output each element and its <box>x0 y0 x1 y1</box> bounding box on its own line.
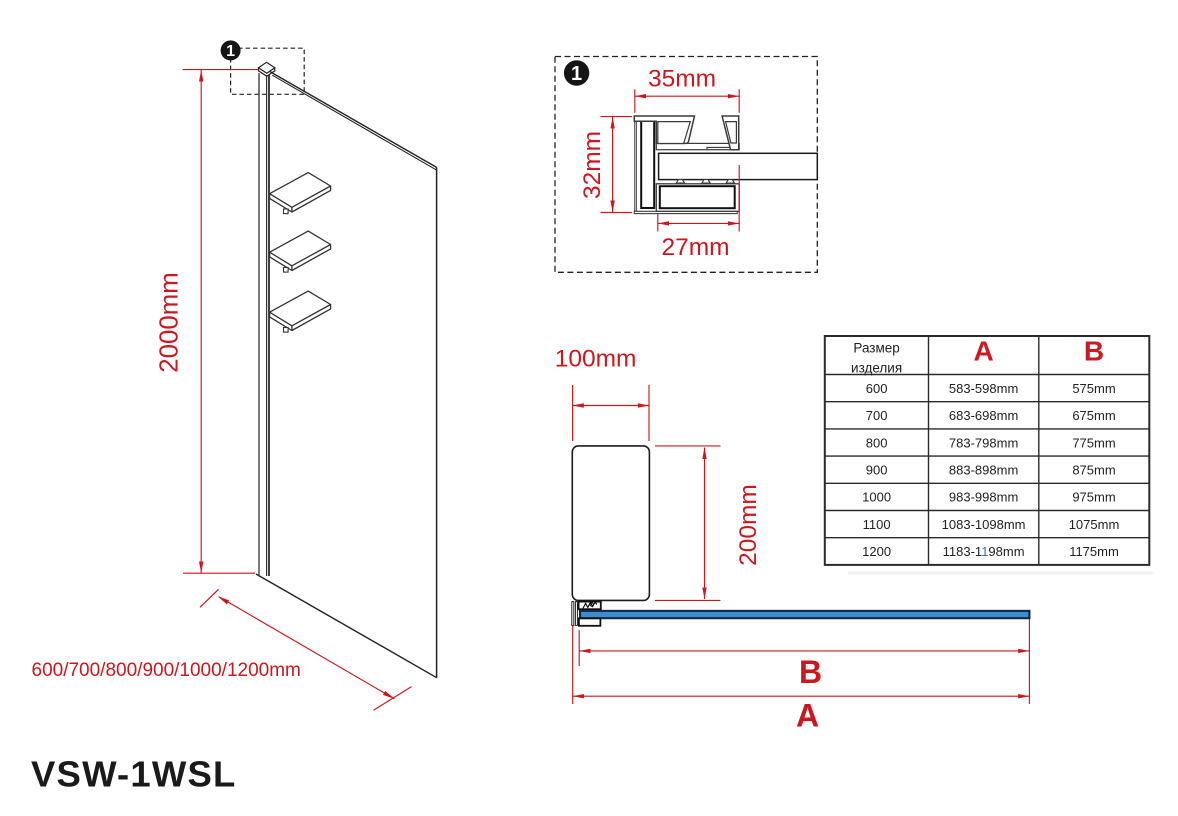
svg-text:A: A <box>973 336 993 367</box>
svg-text:975mm: 975mm <box>1072 490 1115 505</box>
svg-text:2000mm: 2000mm <box>156 272 184 372</box>
svg-text:Размер: Размер <box>853 341 899 356</box>
svg-text:VSW-1WSL: VSW-1WSL <box>31 754 237 795</box>
svg-text:800: 800 <box>866 435 888 450</box>
svg-text:600: 600 <box>866 381 888 396</box>
svg-text:27mm: 27mm <box>661 234 729 261</box>
svg-text:583-598mm: 583-598mm <box>949 381 1018 396</box>
svg-text:1183-1198mm: 1183-1198mm <box>943 544 1025 559</box>
svg-text:900: 900 <box>866 463 888 478</box>
svg-text:1100: 1100 <box>863 517 891 532</box>
svg-text:35mm: 35mm <box>648 66 716 93</box>
svg-text:1175mm: 1175mm <box>1069 544 1119 559</box>
svg-text:1000: 1000 <box>862 490 891 505</box>
svg-text:100mm: 100mm <box>555 345 637 372</box>
svg-text:B: B <box>1084 336 1104 367</box>
svg-text:32mm: 32mm <box>579 131 606 199</box>
svg-text:775mm: 775mm <box>1072 435 1115 450</box>
svg-text:683-698mm: 683-698mm <box>949 408 1018 423</box>
svg-text:700: 700 <box>866 408 888 423</box>
svg-text:A: A <box>796 698 819 734</box>
svg-text:575mm: 575mm <box>1072 381 1115 396</box>
svg-text:983-998mm: 983-998mm <box>949 490 1018 505</box>
svg-text:изделия: изделия <box>851 360 902 375</box>
svg-text:675mm: 675mm <box>1072 408 1115 423</box>
svg-text:783-798mm: 783-798mm <box>949 435 1018 450</box>
svg-text:600/700/800/900/1000/1200mm: 600/700/800/900/1000/1200mm <box>32 660 301 681</box>
svg-text:1083-1098mm: 1083-1098mm <box>942 517 1026 532</box>
svg-text:883-898mm: 883-898mm <box>949 463 1018 478</box>
svg-text:1200: 1200 <box>862 544 891 559</box>
svg-text:1: 1 <box>226 43 235 60</box>
svg-text:875mm: 875mm <box>1072 463 1115 478</box>
svg-text:B: B <box>799 654 822 690</box>
svg-text:1: 1 <box>571 63 582 85</box>
svg-text:200mm: 200mm <box>735 484 762 566</box>
svg-text:1075mm: 1075mm <box>1069 517 1120 532</box>
